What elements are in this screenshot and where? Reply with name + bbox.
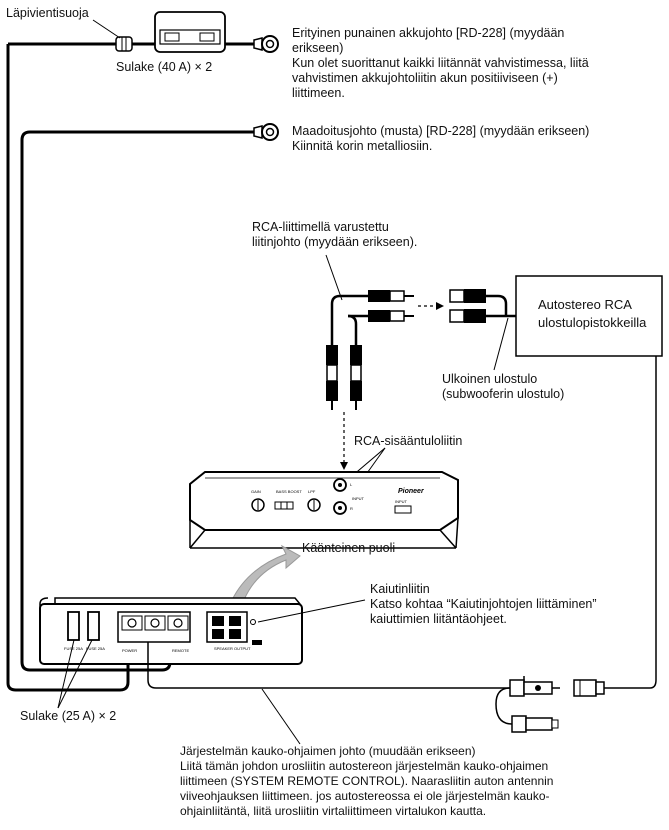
rca-cable-split-2 [347,314,358,345]
remote-female-connector [511,715,559,733]
amp-remote-label: REMOTE [172,648,189,653]
rca-plug-vertical-right [350,345,362,410]
remote-male-connector [509,679,560,697]
fuse-slot-2 [87,611,100,641]
ring-terminal-battery [253,35,279,53]
fuse-25a-label: Sulake (25 A) × 2 [20,709,117,723]
reverse-side-arrow [231,544,301,601]
fuse-40a-label: Sulake (40 A) × 2 [116,60,213,74]
amplifier-rear-view [189,471,459,549]
external-output-label: Ulkoinen ulostulo (subwooferin ulostulo) [442,372,565,401]
head-unit-rca-label: Autostereo RCA ulostulopistokkeilla [538,297,647,330]
speaker-terminal-leader [257,599,366,623]
amp-power-label: POWER [122,648,137,653]
rca-input-label: RCA-sisääntuloliitin [354,434,463,448]
head-unit-remote-connector [573,679,605,697]
external-output-leader [493,317,509,371]
feedthrough-leader [92,19,121,39]
feedthrough-label: Läpivientisuoja [6,6,89,20]
amp-gain-label: GAIN [251,489,261,494]
remote-cable-leader [261,688,301,745]
head-unit-box [515,275,663,357]
amp-fuse-label-1: FUSE 25A [64,646,83,651]
battery-cable-note: Erityinen punainen akkujohto [RD-228] (m… [292,26,589,100]
battery-cable [6,44,130,692]
remote-cable-branch [495,687,513,725]
amp-input-l: L [350,482,353,487]
amp-fuse-label-2: FUSE 25A [86,646,105,651]
amp-bass-boost-label: BASS BOOST [276,489,302,494]
head-unit-jack-upper [449,289,486,303]
ring-terminal-ground [253,123,279,141]
ground-cable-note: Maadoitusjohto (musta) [RD-228] (myydään… [292,124,590,153]
amp-input-label: INPUT [352,496,365,501]
amp-lpf-label: LPF [308,489,316,494]
rca-plug-horizontal-upper [368,290,414,302]
rca-cable-leader [325,254,343,301]
amp-input-r: R [350,506,353,511]
rca-plug-vertical-left [326,345,338,410]
remote-cable-note: Järjestelmän kauko-ohjaimen johto (muudä… [180,744,554,818]
amp-brand: Pioneer [398,488,425,495]
remote-cable-head-unit [604,356,657,689]
amp-speaker-output-label: SPEAKER OUTPUT [214,646,251,651]
fuse-slot-1 [67,611,80,641]
rca-plug-horizontal-lower [368,310,414,322]
head-unit-jack-lower [449,309,486,323]
fuse-25a-leader-1 [57,639,75,709]
rca-cable-split-1 [330,294,348,345]
amp-input-level-label: INPUT [395,499,408,504]
fuse-holder-40a [154,11,226,53]
amplifier-front-view [39,597,303,665]
ground-cable [20,130,256,672]
feedthrough-grommet [115,36,133,52]
speaker-terminal-note: Kaiutinliitin Katso kohtaa “Kaiutinjohto… [370,582,597,626]
reverse-side-label: Käänteinen puoli [302,541,396,555]
rca-cable-label: RCA-liittimellä varustettu liitinjohto (… [252,220,418,249]
fuse-25a-leader-2 [57,639,93,709]
